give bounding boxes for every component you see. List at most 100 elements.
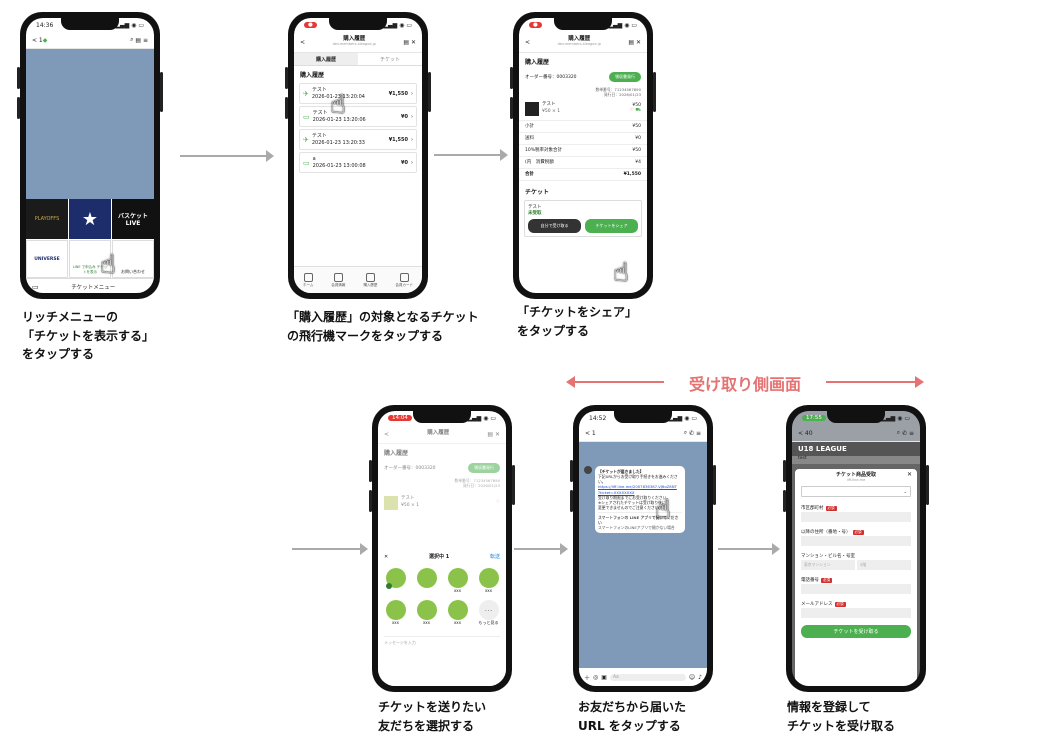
menu-icon[interactable]: ≡ <box>908 429 914 437</box>
message-bubble[interactable]: 【チケットが届きました】 下記URLからお受け取り手続きをお進みください。 ht… <box>595 466 685 534</box>
rich-menu-tile-star[interactable]: ★ <box>69 199 111 239</box>
cart-icon[interactable]: ⛟ <box>635 108 641 114</box>
rich-menu-tile-playoffs[interactable]: PLAYOFFS <box>26 199 68 239</box>
phone-number-input[interactable] <box>801 584 911 595</box>
rich-menu-tile-ticket[interactable]: LINE で申込み チケットを表示 <box>69 240 111 278</box>
heart-icon[interactable]: ♡ <box>495 500 500 506</box>
back-button[interactable]: < 1 <box>32 36 43 44</box>
see-more-button[interactable]: …もっと見る <box>473 600 504 626</box>
shield-icon: ◆ <box>42 36 48 44</box>
city-input[interactable] <box>801 512 911 523</box>
caption-step3: 「チケットをシェア」 をタップする <box>517 305 638 338</box>
friend-item[interactable]: xxx <box>442 600 473 626</box>
forward-button[interactable]: 転送 <box>489 554 500 560</box>
image-icon[interactable]: ▣ <box>601 673 607 681</box>
close-icon[interactable]: ✕ <box>635 38 641 46</box>
menu-icon[interactable]: ≡ <box>695 429 701 437</box>
notes-icon[interactable]: ▤ <box>135 36 142 44</box>
emoji-icon[interactable]: ☺ <box>688 673 696 681</box>
flow-arrow-4 <box>514 543 568 555</box>
phone-icon[interactable]: ✆ <box>902 429 908 437</box>
window-icon[interactable]: ▤ <box>487 430 494 438</box>
search-icon[interactable]: ⌕ <box>130 36 134 43</box>
close-icon[interactable]: ✕ <box>494 430 500 438</box>
rich-menu-label: チケットメニュー <box>71 285 116 291</box>
message-input[interactable]: メッセージを入力 <box>384 636 500 649</box>
status-icons: ▂▄▆ ◉ ▭ <box>115 21 144 29</box>
receipt-button[interactable]: 領収書発行 <box>609 72 641 82</box>
address-input[interactable] <box>801 536 911 547</box>
friend-item[interactable]: xxx <box>411 600 442 626</box>
search-icon[interactable]: ⌕ <box>896 429 901 436</box>
back-button[interactable]: < <box>300 38 306 46</box>
close-icon[interactable]: ✕ <box>906 471 912 478</box>
receive-self-button[interactable]: 自分で受け取る <box>528 218 581 233</box>
building-input[interactable]: 東京マンション <box>801 560 855 571</box>
friend-item[interactable]: xxx <box>473 568 504 594</box>
search-icon[interactable]: ⌕ <box>683 429 688 436</box>
flow-arrow-5 <box>718 543 780 555</box>
rich-menu-tile-universe[interactable]: UNIVERSE <box>26 240 68 278</box>
tap-hand-icon: ☝ <box>655 495 671 525</box>
email-field[interactable] <box>801 608 911 619</box>
back-button[interactable]: < <box>525 38 531 46</box>
friend-item[interactable] <box>411 568 442 594</box>
phone-icon[interactable]: ✆ <box>689 429 695 437</box>
recording-indicator: ● <box>529 22 542 28</box>
paper-plane-icon[interactable]: ✈ <box>303 135 309 144</box>
window-icon[interactable]: ▤ <box>403 38 410 46</box>
share-sheet: ✕ 選択中 1 転送 xxx xxx xxx xxx xxx …もっと見る メッ… <box>378 549 506 686</box>
rich-menu-tile-contact[interactable]: お問い合わせ <box>112 240 154 278</box>
friend-item[interactable]: xxx <box>442 568 473 594</box>
friend-grid: xxx xxx xxx xxx xxx …もっと見る <box>378 564 506 630</box>
share-ticket-button[interactable]: チケットをシェア <box>585 218 638 233</box>
menu-icon[interactable]: ≡ <box>142 36 148 44</box>
chat-input[interactable]: Aa <box>609 673 686 681</box>
close-icon[interactable]: ✕ <box>384 553 389 560</box>
ticket-url-link[interactable]: https://liff.line.me/2007836387-VJ6oZ8NT <box>598 484 677 490</box>
plus-icon[interactable]: ＋ <box>584 674 591 682</box>
tab-tickets[interactable]: チケット <box>379 56 400 63</box>
tabbar-card[interactable]: 会員カード <box>395 272 413 288</box>
user-icon <box>333 272 343 282</box>
rich-menu-bar[interactable]: ▭ チケットメニュー <box>26 278 154 293</box>
tap-hand-icon: ☝ <box>100 250 116 280</box>
heart-icon[interactable]: ♡ <box>629 108 634 114</box>
banner-arrowhead-right <box>915 376 924 388</box>
mic-icon[interactable]: ♪ <box>698 673 702 681</box>
avatar <box>416 568 437 588</box>
receive-ticket-button[interactable]: チケットを受け取る <box>801 625 911 639</box>
keyboard-icon[interactable]: ▭ <box>32 283 39 291</box>
rich-menu-tile-basket-live[interactable]: バスケット LIVE <box>112 199 154 239</box>
paper-plane-icon[interactable]: ✈ <box>303 89 309 98</box>
close-icon[interactable]: ✕ <box>410 38 416 46</box>
modal-title: チケット商品受取 <box>835 472 876 478</box>
tabbar-history[interactable]: 購入履歴 <box>363 272 377 288</box>
status-time: 14:36 <box>36 21 54 29</box>
avatar <box>447 600 468 620</box>
back-button[interactable]: < <box>384 430 390 438</box>
friend-item[interactable]: xxx <box>380 600 411 626</box>
camera-icon[interactable]: ◎ <box>593 673 599 681</box>
recording-indicator: ● <box>304 22 317 28</box>
payment-number: 数単番号：71234567890 <box>595 87 641 92</box>
avatar <box>478 568 499 588</box>
back-button[interactable]: < 40 <box>798 429 813 437</box>
window-icon[interactable]: ▤ <box>628 38 635 46</box>
tabbar-member[interactable]: 会員情報 <box>331 272 345 288</box>
back-button[interactable]: < 1 <box>585 429 596 437</box>
tabbar-home[interactable]: ホーム <box>303 272 313 288</box>
receipt-button[interactable]: 領収書発行 <box>468 463 500 473</box>
prefecture-select[interactable]: ⌄ <box>801 486 911 498</box>
friend-item[interactable] <box>380 568 411 594</box>
bottom-tabbar: ホーム 会員情報 購入履歴 会員カード <box>294 266 422 293</box>
room-input[interactable]: 5階 <box>857 560 911 571</box>
receiver-side-banner: 受け取り側画面 <box>566 372 924 394</box>
check-icon <box>385 583 392 589</box>
tab-purchase-history[interactable]: 購入履歴 <box>294 53 358 65</box>
